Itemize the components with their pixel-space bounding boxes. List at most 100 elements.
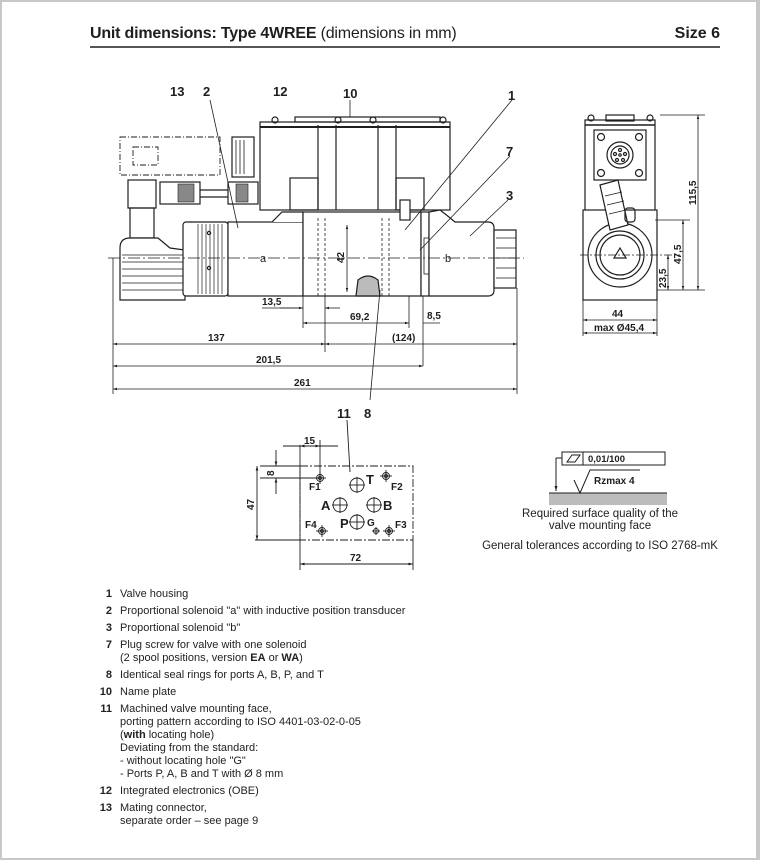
dim-115-5: 115,5	[688, 180, 699, 205]
legend-bold: WA	[281, 652, 300, 664]
port-T	[349, 477, 365, 493]
hole-F1-label: F1	[309, 482, 321, 493]
legend-list: 1 Valve housing 2 Proportional solenoid "a…	[94, 588, 514, 832]
legend-text: Proportional solenoid "a" with inductive…	[120, 605, 406, 617]
legend-text: Valve housing	[120, 588, 189, 600]
port-A-label: A	[321, 498, 331, 513]
dim-42: 42	[336, 251, 347, 263]
dim-124: (124)	[392, 333, 415, 344]
legend-text: Deviating from the standard:	[120, 742, 259, 754]
flatness-value: 0,01/100	[588, 454, 625, 465]
page-title: Unit dimensions: Type 4WREE (dimensions …	[90, 25, 457, 43]
hole-F1	[314, 472, 326, 484]
legend-item: 7 Plug screw for valve with one solenoid…	[94, 639, 514, 665]
callout-11: 11	[337, 406, 351, 421]
hole-F3-label: F3	[395, 520, 407, 531]
port-P-label: P	[340, 516, 349, 531]
callout-2: 2	[203, 84, 210, 99]
size-label: Size 6	[674, 25, 720, 42]
legend-num: 1	[105, 588, 112, 600]
legend-text: - Ports P, A, B and T with Ø 8 mm	[120, 768, 284, 780]
dim-max-dia: max Ø45,4	[594, 323, 644, 334]
legend-num: 3	[105, 622, 112, 634]
callout-1: 1	[508, 88, 515, 103]
hole-F4-label: F4	[305, 520, 317, 531]
callout-7: 7	[506, 144, 513, 159]
dim-15: 15	[304, 436, 316, 447]
port-B	[366, 497, 382, 513]
legend-item: 11 Machined valve mounting face, porting…	[94, 703, 514, 781]
surface-quality-symbol	[549, 451, 667, 505]
mating-connector-ghost	[119, 136, 221, 176]
hole-F4	[316, 525, 328, 537]
callout-10: 10	[343, 86, 357, 101]
hole-G-label: G	[367, 518, 375, 529]
legend-text: (with locating hole)	[120, 729, 514, 742]
legend-text: Name plate	[120, 686, 177, 698]
legend-text: (2 spool positions, version EA or WA)	[120, 652, 514, 665]
legend-num: 7	[105, 639, 112, 651]
side-view	[580, 114, 705, 336]
legend-fragment: (	[120, 729, 124, 741]
legend-num: 2	[105, 605, 112, 617]
legend-text: porting pattern according to ISO 4401-03…	[120, 716, 361, 728]
legend-item: 2 Proportional solenoid "a" with inductiv…	[94, 605, 514, 618]
port-A	[332, 497, 348, 513]
hole-F2-label: F2	[391, 482, 403, 493]
general-tolerances: General tolerances according to ISO 2768…	[482, 540, 718, 552]
legend-text: Identical seal rings for ports A, B, P, …	[120, 669, 324, 681]
title-type: Unit dimensions: Type 4WREE	[90, 25, 317, 42]
dim-47-5: 47,5	[673, 244, 684, 264]
callout-13: 13	[170, 84, 184, 99]
legend-bold: EA	[250, 652, 266, 664]
legend-item: 10 Name plate	[94, 686, 514, 699]
callout-8: 8	[364, 406, 371, 421]
legend-fragment: locating hole)	[145, 729, 215, 741]
port-T-label: T	[366, 472, 374, 487]
dim-47: 47	[246, 498, 257, 510]
legend-text: separate order – see page 9	[120, 815, 259, 827]
legend-item: 1 Valve housing	[94, 588, 514, 601]
roughness-value: Rzmax 4	[594, 476, 635, 487]
legend-num: 11	[100, 703, 112, 715]
legend-num: 13	[99, 802, 112, 814]
legend-text: - without locating hole "G"	[120, 755, 246, 767]
legend-item: 3 Proportional solenoid "b"	[94, 622, 514, 635]
legend-bold: with	[123, 729, 146, 741]
dim-13-5: 13,5	[262, 297, 282, 308]
port-P	[349, 514, 365, 530]
solenoid-b-label: b	[445, 253, 451, 265]
connector-nut	[231, 136, 255, 178]
dim-8-5: 8,5	[427, 311, 441, 322]
caption-line-1: Required surface quality of the	[522, 508, 678, 520]
port-B-label: B	[383, 498, 392, 513]
mounting-face	[255, 419, 414, 570]
hole-F2	[380, 470, 392, 482]
legend-fragment: or	[265, 652, 282, 664]
legend-num: 8	[105, 669, 112, 681]
dim-23-5: 23,5	[658, 268, 669, 288]
hole-G	[372, 527, 380, 535]
dim-72: 72	[350, 553, 362, 564]
surface-quality-caption: Required surface quality of the valve mo…	[505, 508, 695, 532]
dim-261: 261	[294, 378, 311, 389]
legend-text: Proportional solenoid "b"	[120, 622, 241, 634]
electronics-box	[259, 121, 451, 211]
legend-item: 8 Identical seal rings for ports A, B, P,…	[94, 669, 514, 682]
legend-num: 10	[99, 686, 112, 698]
page-header: Unit dimensions: Type 4WREE (dimensions …	[90, 24, 720, 48]
hole-F3	[383, 525, 395, 537]
solenoid-a-label: a	[260, 253, 267, 265]
dim-201-5: 201,5	[256, 355, 281, 366]
dim-69-2: 69,2	[350, 312, 370, 323]
legend-text: Mating connector,	[120, 802, 207, 814]
name-plate	[294, 116, 441, 123]
dim-44: 44	[612, 309, 624, 320]
legend-fragment: (2 spool positions, version	[120, 652, 251, 664]
callout-12: 12	[273, 84, 287, 99]
legend-text: Integrated electronics (OBE)	[120, 785, 259, 797]
legend-text: Plug screw for valve with one solenoid	[120, 639, 307, 651]
dim-8: 8	[266, 470, 277, 476]
